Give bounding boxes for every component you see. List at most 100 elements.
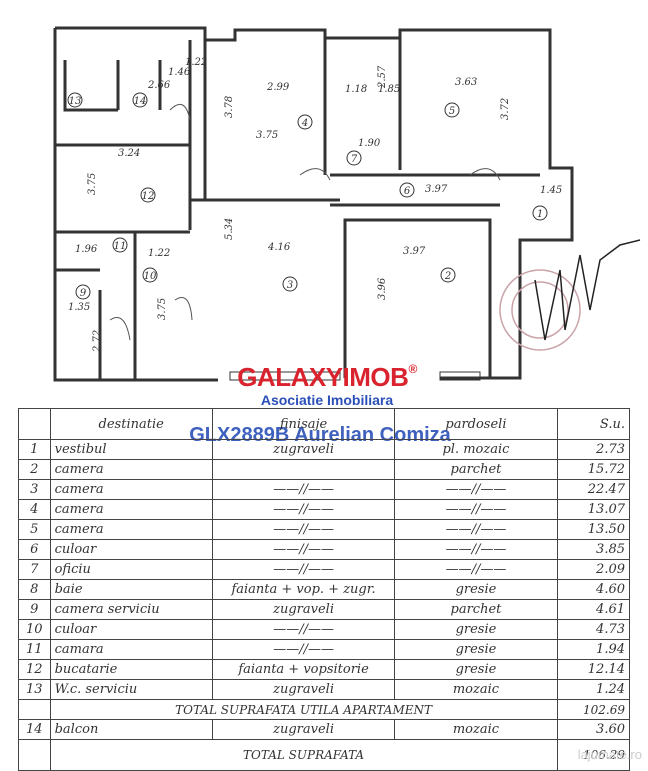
row-floor: ——//—— [394,479,558,500]
dim-label: 5.34 [224,218,235,240]
dim-label: 2.99 [266,82,290,93]
row-floor: gresie [394,579,558,600]
row-destination: W.c. serviciu [49,679,213,700]
row-finish: ——//—— [211,639,396,660]
row-number: 10 [18,619,51,640]
room-number: 11 [114,241,127,252]
dim-label: 3.24 [118,148,140,159]
subtotal-label: TOTAL SUPRAFATA UTILA APARTAMENT [49,699,558,720]
row-finish: ——//—— [211,539,396,560]
row-area: 12.14 [556,659,631,680]
dim-label: 3.72 [500,98,511,120]
dim-label: 3.75 [157,298,168,320]
row-destination: camera [49,519,213,540]
header-finishes: finisaje [211,408,396,440]
dim-label: 3.63 [455,77,477,88]
room-number: 3 [287,280,293,291]
row-destination: vestibul [49,439,213,460]
dim-label: 1.85 [378,84,400,95]
row-floor: gresie [394,659,558,680]
row-floor: ——//—— [394,539,558,560]
room-number: 1 [537,209,543,220]
row-floor: mozaic [394,679,558,700]
row-finish: faianta + vopsitorie [211,659,396,680]
row-number: 9 [18,599,51,620]
room-number: 14 [134,96,147,107]
dim-label: 2.66 [147,80,171,91]
dim-label: 3.75 [256,130,278,141]
room-number: 9 [80,288,87,299]
row-floor: parchet [394,599,558,620]
row-destination: culoar [49,619,213,640]
row-number: 8 [18,579,51,600]
dim-label: 1.22 [148,248,170,259]
row-finish: zugraveli [211,439,396,460]
dim-label: 1.90 [358,138,381,149]
room-number: 4 [301,118,308,129]
watermark-brand: GALAXYIMOB® [237,362,417,392]
row-destination: camara [49,639,213,660]
dim-label: 1.22 [185,57,207,68]
row-number: 13 [18,679,51,700]
dim-label: 3.97 [403,246,426,257]
row-area: 13.07 [556,499,631,520]
row-finish: ——//—— [211,559,396,580]
row-floor: mozaic [394,719,558,740]
dim-label: 4.16 [267,242,291,253]
room-number: 6 [404,186,411,197]
row-area: 1.94 [556,639,631,660]
row-number: 5 [18,519,51,540]
row-number [18,739,51,771]
row-finish: zugraveli [211,679,396,700]
row-area: 2.73 [556,439,631,460]
row-number: 7 [18,559,51,580]
row-destination: balcon [49,719,213,740]
row-area: 4.61 [556,599,631,620]
row-destination: oficiu [49,559,213,580]
row-finish: ——//—— [211,619,396,640]
row-area: 2.09 [556,559,631,580]
dim-label: 3.97 [425,184,448,195]
row-floor: ——//—— [394,519,558,540]
row-number: 2 [18,459,51,480]
row-number: 1 [18,439,51,460]
row-finish: zugraveli [211,599,396,620]
row-finish: zugraveli [211,719,396,740]
header-destination: destinatie [49,408,213,440]
floor-plan: 2.66 1.46 1.22 3.24 3.75 2.99 3.78 3.72 … [53,26,641,382]
site-logo: lajumate.ro [577,747,642,762]
row-area: 15.72 [556,459,631,480]
row-floor: ——//—— [394,499,558,520]
header-floors: pardoseli [394,408,558,440]
header-no [18,408,51,440]
room-number: 12 [142,191,155,202]
table-header-row: destinatie finisaje pardoseli S.u. [18,408,631,440]
row-area: 3.85 [556,539,631,560]
row-number: 14 [18,719,51,740]
signature [534,239,641,341]
total-label: TOTAL SUPRAFATA [49,739,558,771]
row-floor: ——//—— [394,559,558,580]
dim-label: 1.45 [540,185,562,196]
row-number: 3 [18,479,51,500]
dim-label: 2.57 [377,65,388,89]
row-floor: gresie [394,619,558,640]
dim-label: 3.78 [224,96,235,118]
room-number: 7 [351,154,358,165]
row-destination: camera [49,479,213,500]
room-number: 10 [144,271,157,282]
row-finish: ——//—— [211,479,396,500]
watermark-subtitle: Asociatie Imobiliara [260,392,394,408]
row-destination: baie [49,579,213,600]
